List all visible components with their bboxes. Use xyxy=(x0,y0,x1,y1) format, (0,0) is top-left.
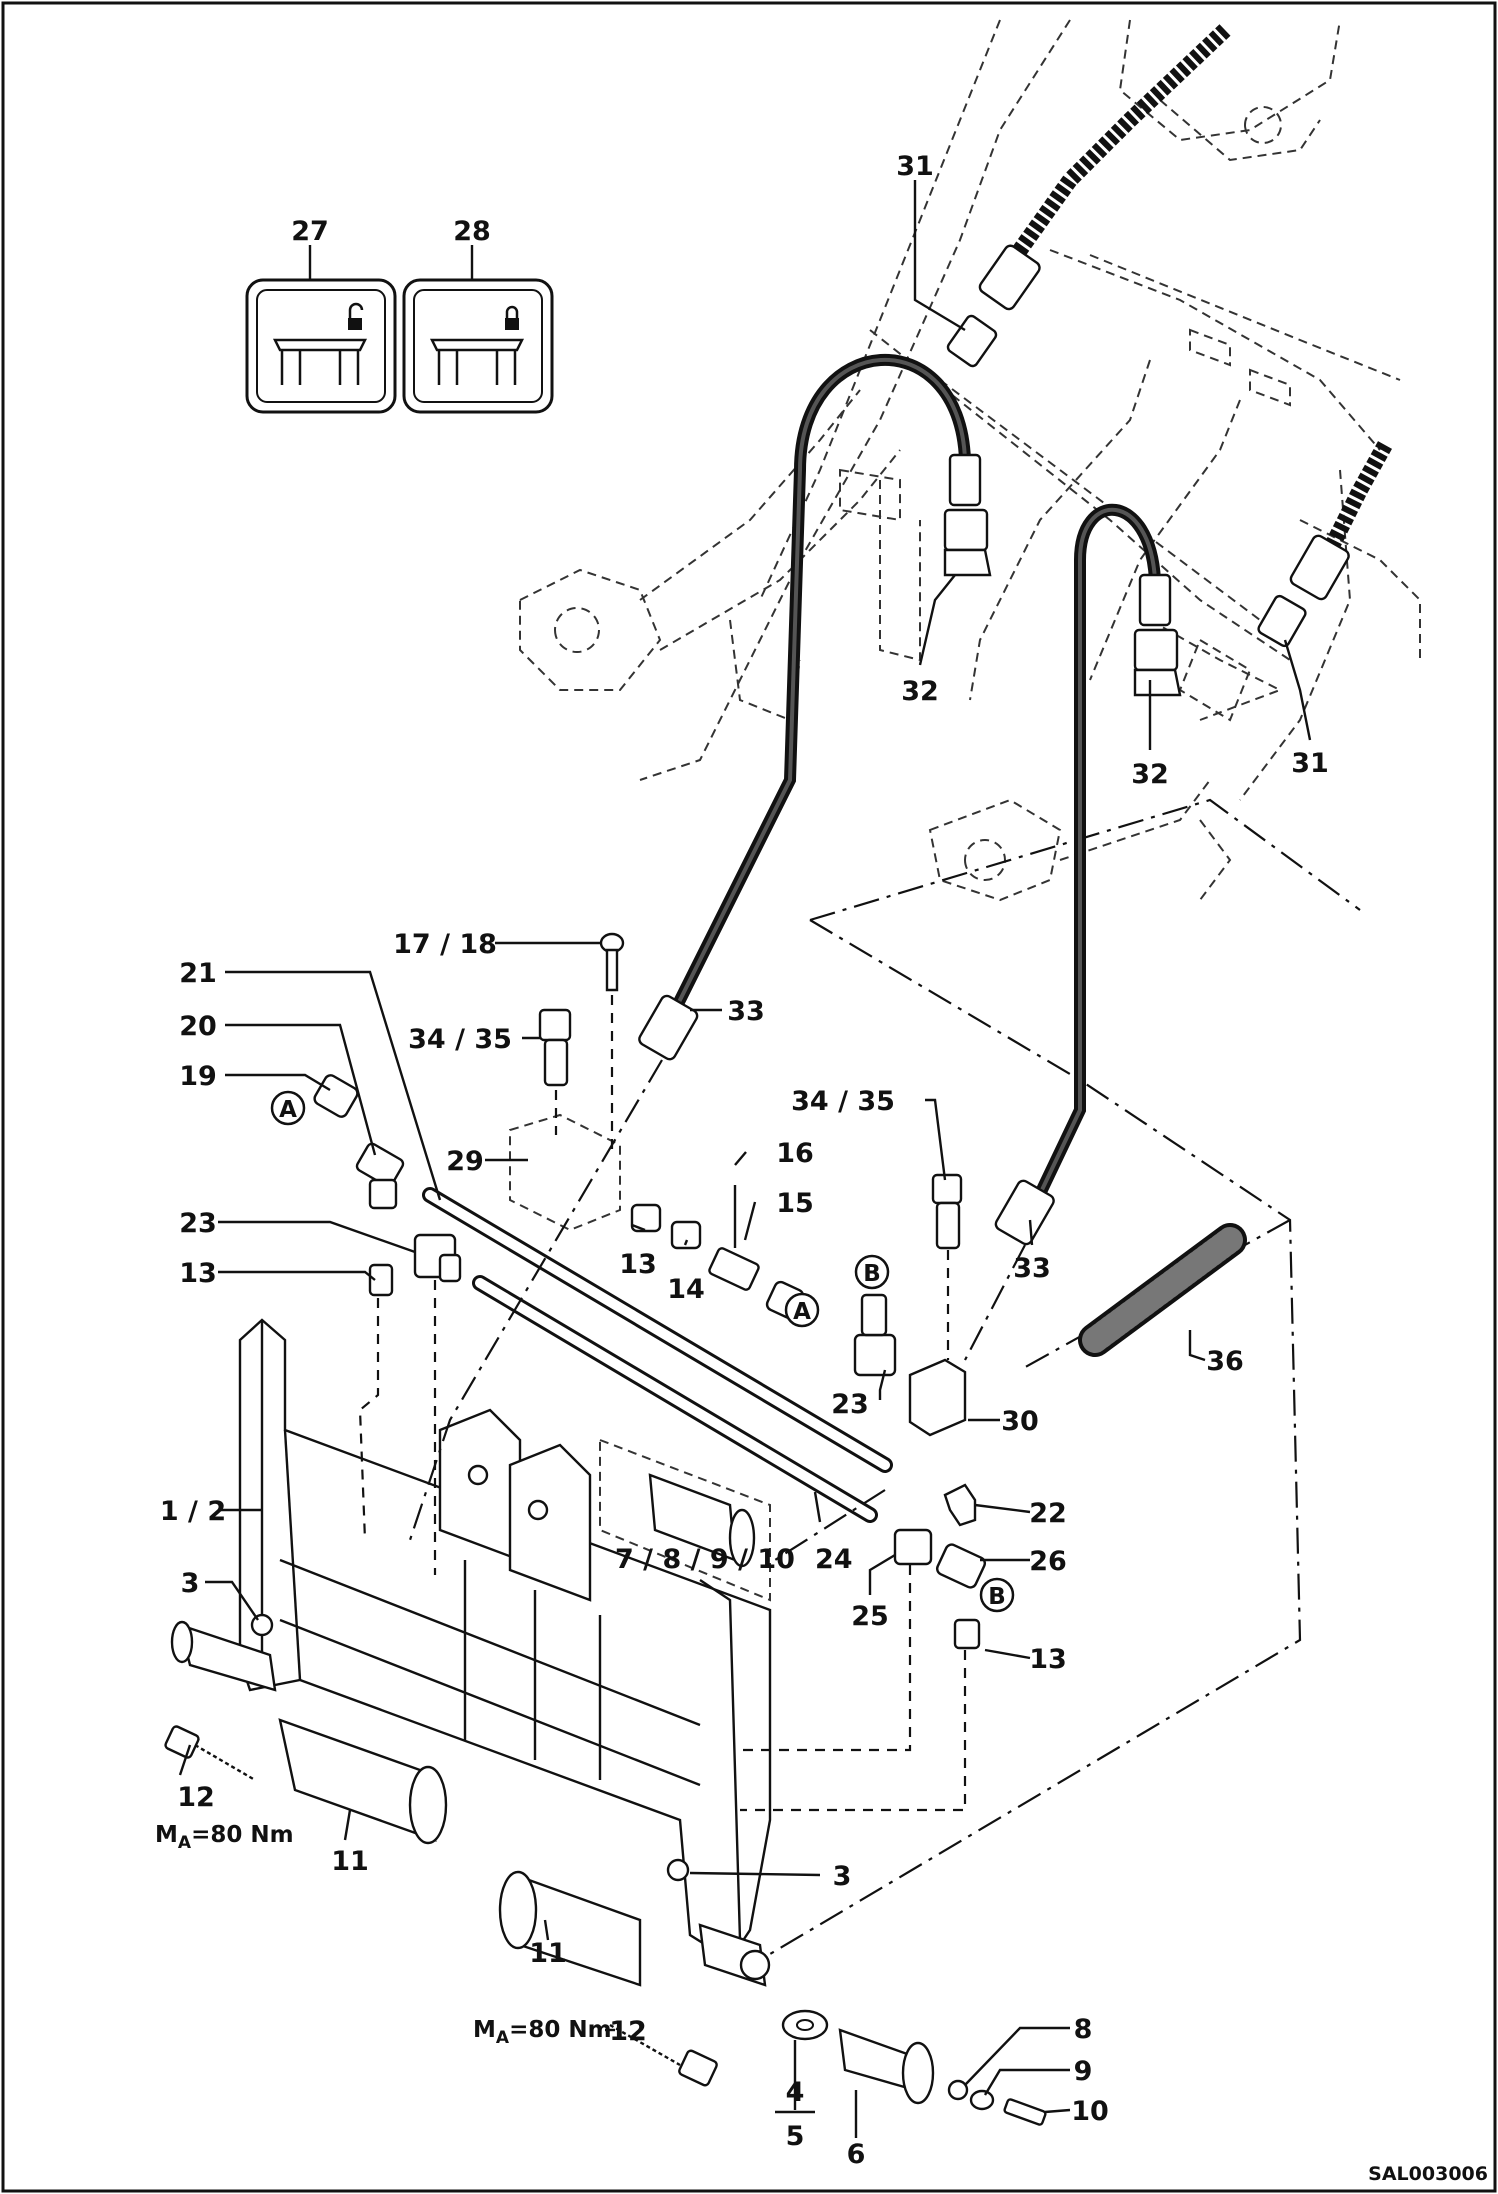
assembly-paths xyxy=(358,995,1026,1812)
svg-text:B: B xyxy=(863,1261,881,1287)
callout-3-left: 3 xyxy=(181,1568,200,1599)
hose-end-33-left xyxy=(638,994,699,1061)
callout-31-right: 31 xyxy=(1291,748,1329,779)
callout-32-right: 32 xyxy=(1131,759,1169,790)
svg-text:A: A xyxy=(793,1299,811,1325)
callout-25: 25 xyxy=(851,1601,889,1632)
callout-3-right: 3 xyxy=(833,1861,852,1892)
hose-fitting-32-left xyxy=(948,453,982,507)
bolt-12-right xyxy=(609,2023,718,2087)
callout-32-left: 32 xyxy=(901,676,939,707)
callout-17-18: 17 / 18 xyxy=(393,929,497,960)
callout-12-left: 12 xyxy=(177,1782,215,1813)
cylinder-11-right xyxy=(498,1870,771,1987)
pipe-24 xyxy=(472,1275,878,1523)
decal-27-unlocked xyxy=(245,278,397,414)
arm-hose-upper-right xyxy=(1257,441,1392,648)
unlocked-padlock-icon xyxy=(348,302,364,318)
bolt-12-left xyxy=(164,1725,256,1782)
marker-a-right: A xyxy=(784,1292,820,1328)
callout-20: 20 xyxy=(179,1011,217,1042)
callout-22: 22 xyxy=(1029,1498,1067,1529)
callout-11-left: 11 xyxy=(331,1846,369,1877)
grease-nipple-3-left xyxy=(250,1613,274,1637)
callout-36: 36 xyxy=(1206,1346,1244,1377)
callout-23-left: 23 xyxy=(179,1208,217,1239)
callout-31-top: 31 xyxy=(896,151,934,182)
lock-pin-7-10 xyxy=(599,1438,771,1602)
decal-28-locked xyxy=(402,278,554,414)
callout-6: 6 xyxy=(847,2139,866,2170)
callout-13-right: 13 xyxy=(1029,1644,1067,1675)
svg-text:MA=80 Nm: MA=80 Nm xyxy=(473,2017,612,2048)
pipe-21 xyxy=(422,1187,893,1473)
coupling-31-right xyxy=(1257,594,1307,648)
callout-19: 19 xyxy=(179,1061,217,1092)
callout-30: 30 xyxy=(1001,1406,1039,1437)
callout-14: 14 xyxy=(667,1274,705,1305)
callout-7-8-9-10: 7 / 8 / 9 / 10 xyxy=(615,1544,795,1575)
svg-text:MA=80 Nm: MA=80 Nm xyxy=(155,1822,294,1853)
callout-33-right: 33 xyxy=(1013,1253,1051,1284)
callout-29: 29 xyxy=(446,1146,484,1177)
callout-34-35-right: 34 / 35 xyxy=(791,1086,895,1117)
assembly-envelope xyxy=(759,798,1361,1961)
hose-left-assembly xyxy=(638,353,992,1061)
callout-26: 26 xyxy=(1029,1546,1067,1577)
callout-23-right: 23 xyxy=(831,1389,869,1420)
hose-fitting-32-right xyxy=(1138,573,1172,627)
callout-1-2: 1 / 2 xyxy=(160,1496,226,1527)
callout-13-left: 13 xyxy=(179,1258,217,1289)
marker-b-top: B xyxy=(854,1254,890,1290)
locked-padlock-icon xyxy=(505,305,519,318)
pin-6-and-hardware xyxy=(781,2009,1047,2126)
callout-16: 16 xyxy=(776,1138,814,1169)
hose-right-assembly xyxy=(994,503,1182,1246)
callout-28: 28 xyxy=(453,216,491,247)
marker-a-left: A xyxy=(270,1090,306,1126)
callout-24: 24 xyxy=(815,1544,853,1575)
callout-8: 8 xyxy=(1074,2014,1093,2045)
grease-nipple-3-right xyxy=(666,1858,690,1882)
arm-hose-upper-left xyxy=(946,24,1231,368)
callout-15: 15 xyxy=(776,1188,814,1219)
callout-33-left: 33 xyxy=(727,996,765,1027)
svg-text:B: B xyxy=(988,1584,1006,1610)
svg-text:A: A xyxy=(279,1097,297,1123)
coupling-31-left xyxy=(946,314,998,368)
callout-labels: 27 28 31 31 32 32 17 / 18 21 20 19 34 / … xyxy=(160,151,1329,2170)
hose-end-33-right xyxy=(994,1179,1055,1246)
torque-spec-left: MA=80 Nm xyxy=(155,1822,294,1853)
callout-12-right: 12 xyxy=(609,2016,647,2047)
protective-sleeve-36 xyxy=(1078,1223,1247,1357)
torque-spec-right: MA=80 Nm xyxy=(473,2017,612,2048)
callout-9: 9 xyxy=(1074,2056,1093,2087)
callout-13-mid: 13 xyxy=(619,1249,657,1280)
callout-4: 4 xyxy=(786,2077,805,2108)
marker-b-bottom: B xyxy=(979,1577,1015,1613)
callout-11-right: 11 xyxy=(529,1938,567,1969)
callout-5: 5 xyxy=(786,2121,805,2152)
callout-10: 10 xyxy=(1071,2096,1109,2127)
leader-lines xyxy=(178,180,1312,2138)
callout-34-35-left: 34 / 35 xyxy=(408,1024,512,1055)
drawing-code: SAL003006 xyxy=(1368,2163,1488,2185)
callout-21: 21 xyxy=(179,958,217,989)
callout-27: 27 xyxy=(291,216,329,247)
fittings xyxy=(313,932,987,1650)
cylinder-11-left xyxy=(170,1620,448,1845)
